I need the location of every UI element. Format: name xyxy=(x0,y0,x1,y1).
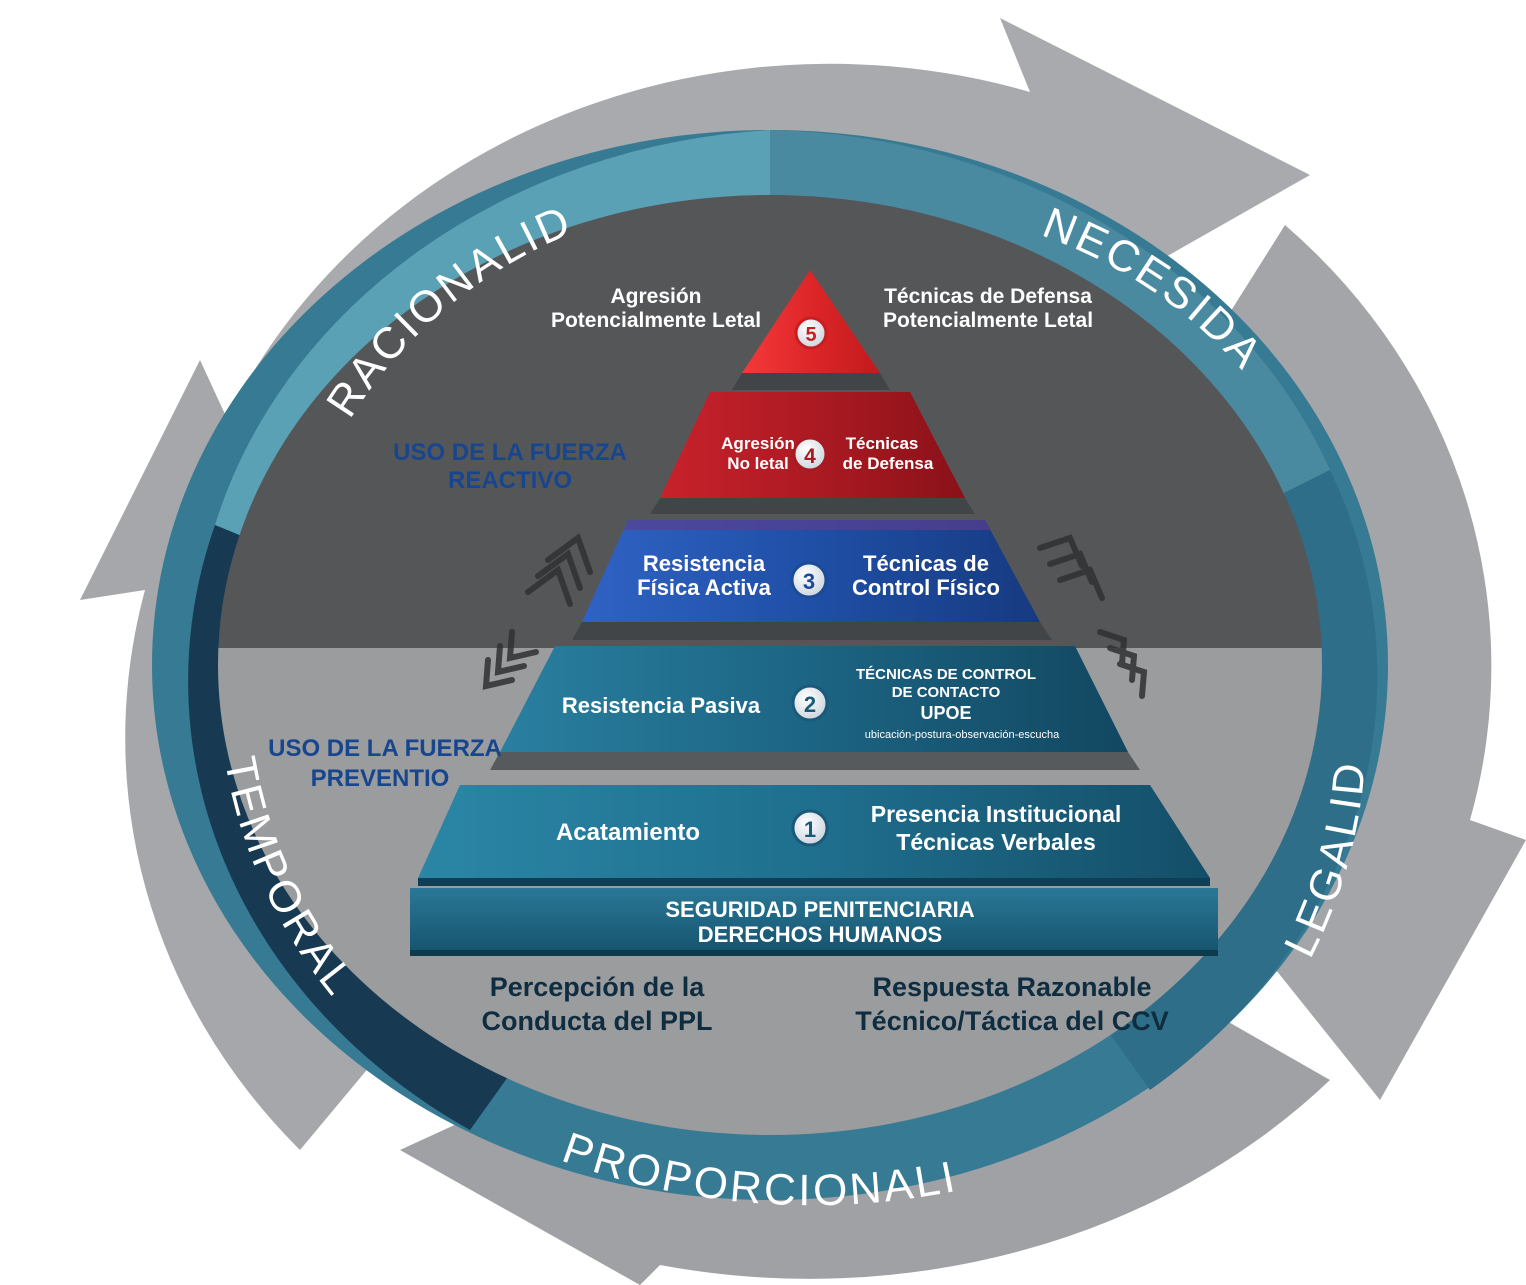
level-1-left: Acatamiento xyxy=(556,819,700,846)
reactive-label-2: REACTIVO xyxy=(448,467,572,494)
escalation-arrows xyxy=(482,533,1148,699)
level-3-right-2: Control Físico xyxy=(852,575,1000,600)
down-arrow-right xyxy=(1097,629,1148,699)
level-3: Resistencia Física Activa 3 Técnicas de … xyxy=(572,520,1052,640)
level-3-left-2: Física Activa xyxy=(637,575,771,600)
up-arrow-right xyxy=(1037,534,1105,601)
level-5-labels: Agresión Potencialmente Letal Técnicas d… xyxy=(551,285,1093,332)
bottom-labels: Percepción de la Conducta del PPL Respue… xyxy=(481,972,1168,1036)
level-4: Agresión No letal 4 Técnicas de Defensa xyxy=(650,392,975,514)
level-3-left-1: Resistencia xyxy=(643,551,766,576)
base-line-1: SEGURIDAD PENITENCIARIA xyxy=(665,897,974,922)
level-2-right-3: UPOE xyxy=(920,703,971,723)
preventive-label-1: USO DE LA FUERZA xyxy=(268,735,502,762)
level-1: Acatamiento 1 Presencia Institucional Té… xyxy=(418,785,1210,886)
level-5-number: 5 xyxy=(805,324,816,346)
up-arrow-left xyxy=(525,533,593,607)
level-1-right-1: Presencia Institucional xyxy=(871,801,1122,827)
level-1-number: 1 xyxy=(804,817,816,842)
level-2-right-4: ubicación-postura-observación-escucha xyxy=(865,729,1060,741)
level-5: 5 xyxy=(732,270,890,390)
level-2-number: 2 xyxy=(804,692,816,717)
level-2-right-2: DE CONTACTO xyxy=(892,684,1001,701)
pyramid: SEGURIDAD PENITENCIARIA DERECHOS HUMANOS… xyxy=(410,270,1218,956)
level-3-right-1: Técnicas de xyxy=(863,551,989,576)
level-5-right-1: Técnicas de Defensa xyxy=(884,285,1092,308)
bottom-right-1: Respuesta Razonable xyxy=(872,972,1151,1002)
force-type-labels: USO DE LA FUERZA REACTIVO USO DE LA FUER… xyxy=(268,439,627,792)
top-arrow xyxy=(180,18,1310,560)
level-5-left-2: Potencialmente Letal xyxy=(551,309,761,332)
level-4-right-1: Técnicas xyxy=(846,434,919,453)
level-5-right-2: Potencialmente Letal xyxy=(883,309,1093,332)
level-3-number: 3 xyxy=(803,569,815,594)
level-4-left-2: No letal xyxy=(727,454,788,473)
level-2: Resistencia Pasiva 2 TÉCNICAS DE CONTROL… xyxy=(490,646,1140,770)
reactive-label-1: USO DE LA FUERZA xyxy=(393,439,627,466)
down-arrow-left xyxy=(482,629,539,690)
level-5-left-1: Agresión xyxy=(610,285,701,308)
level-4-right-2: de Defensa xyxy=(843,454,934,473)
level-1-right-2: Técnicas Verbales xyxy=(896,829,1095,855)
level-4-number: 4 xyxy=(804,445,816,468)
bottom-left-2: Conducta del PPL xyxy=(481,1006,712,1036)
base-line-2: DERECHOS HUMANOS xyxy=(698,922,942,947)
bottom-left-1: Percepción de la xyxy=(490,972,706,1002)
bottom-right-2: Técnico/Táctica del CCV xyxy=(855,1006,1169,1036)
pyramid-base: SEGURIDAD PENITENCIARIA DERECHOS HUMANOS xyxy=(410,888,1218,956)
level-4-left-1: Agresión xyxy=(721,434,795,453)
level-2-right-1: TÉCNICAS DE CONTROL xyxy=(856,666,1036,683)
preventive-label-2: PREVENTIO xyxy=(311,765,450,792)
level-2-left: Resistencia Pasiva xyxy=(562,693,761,718)
